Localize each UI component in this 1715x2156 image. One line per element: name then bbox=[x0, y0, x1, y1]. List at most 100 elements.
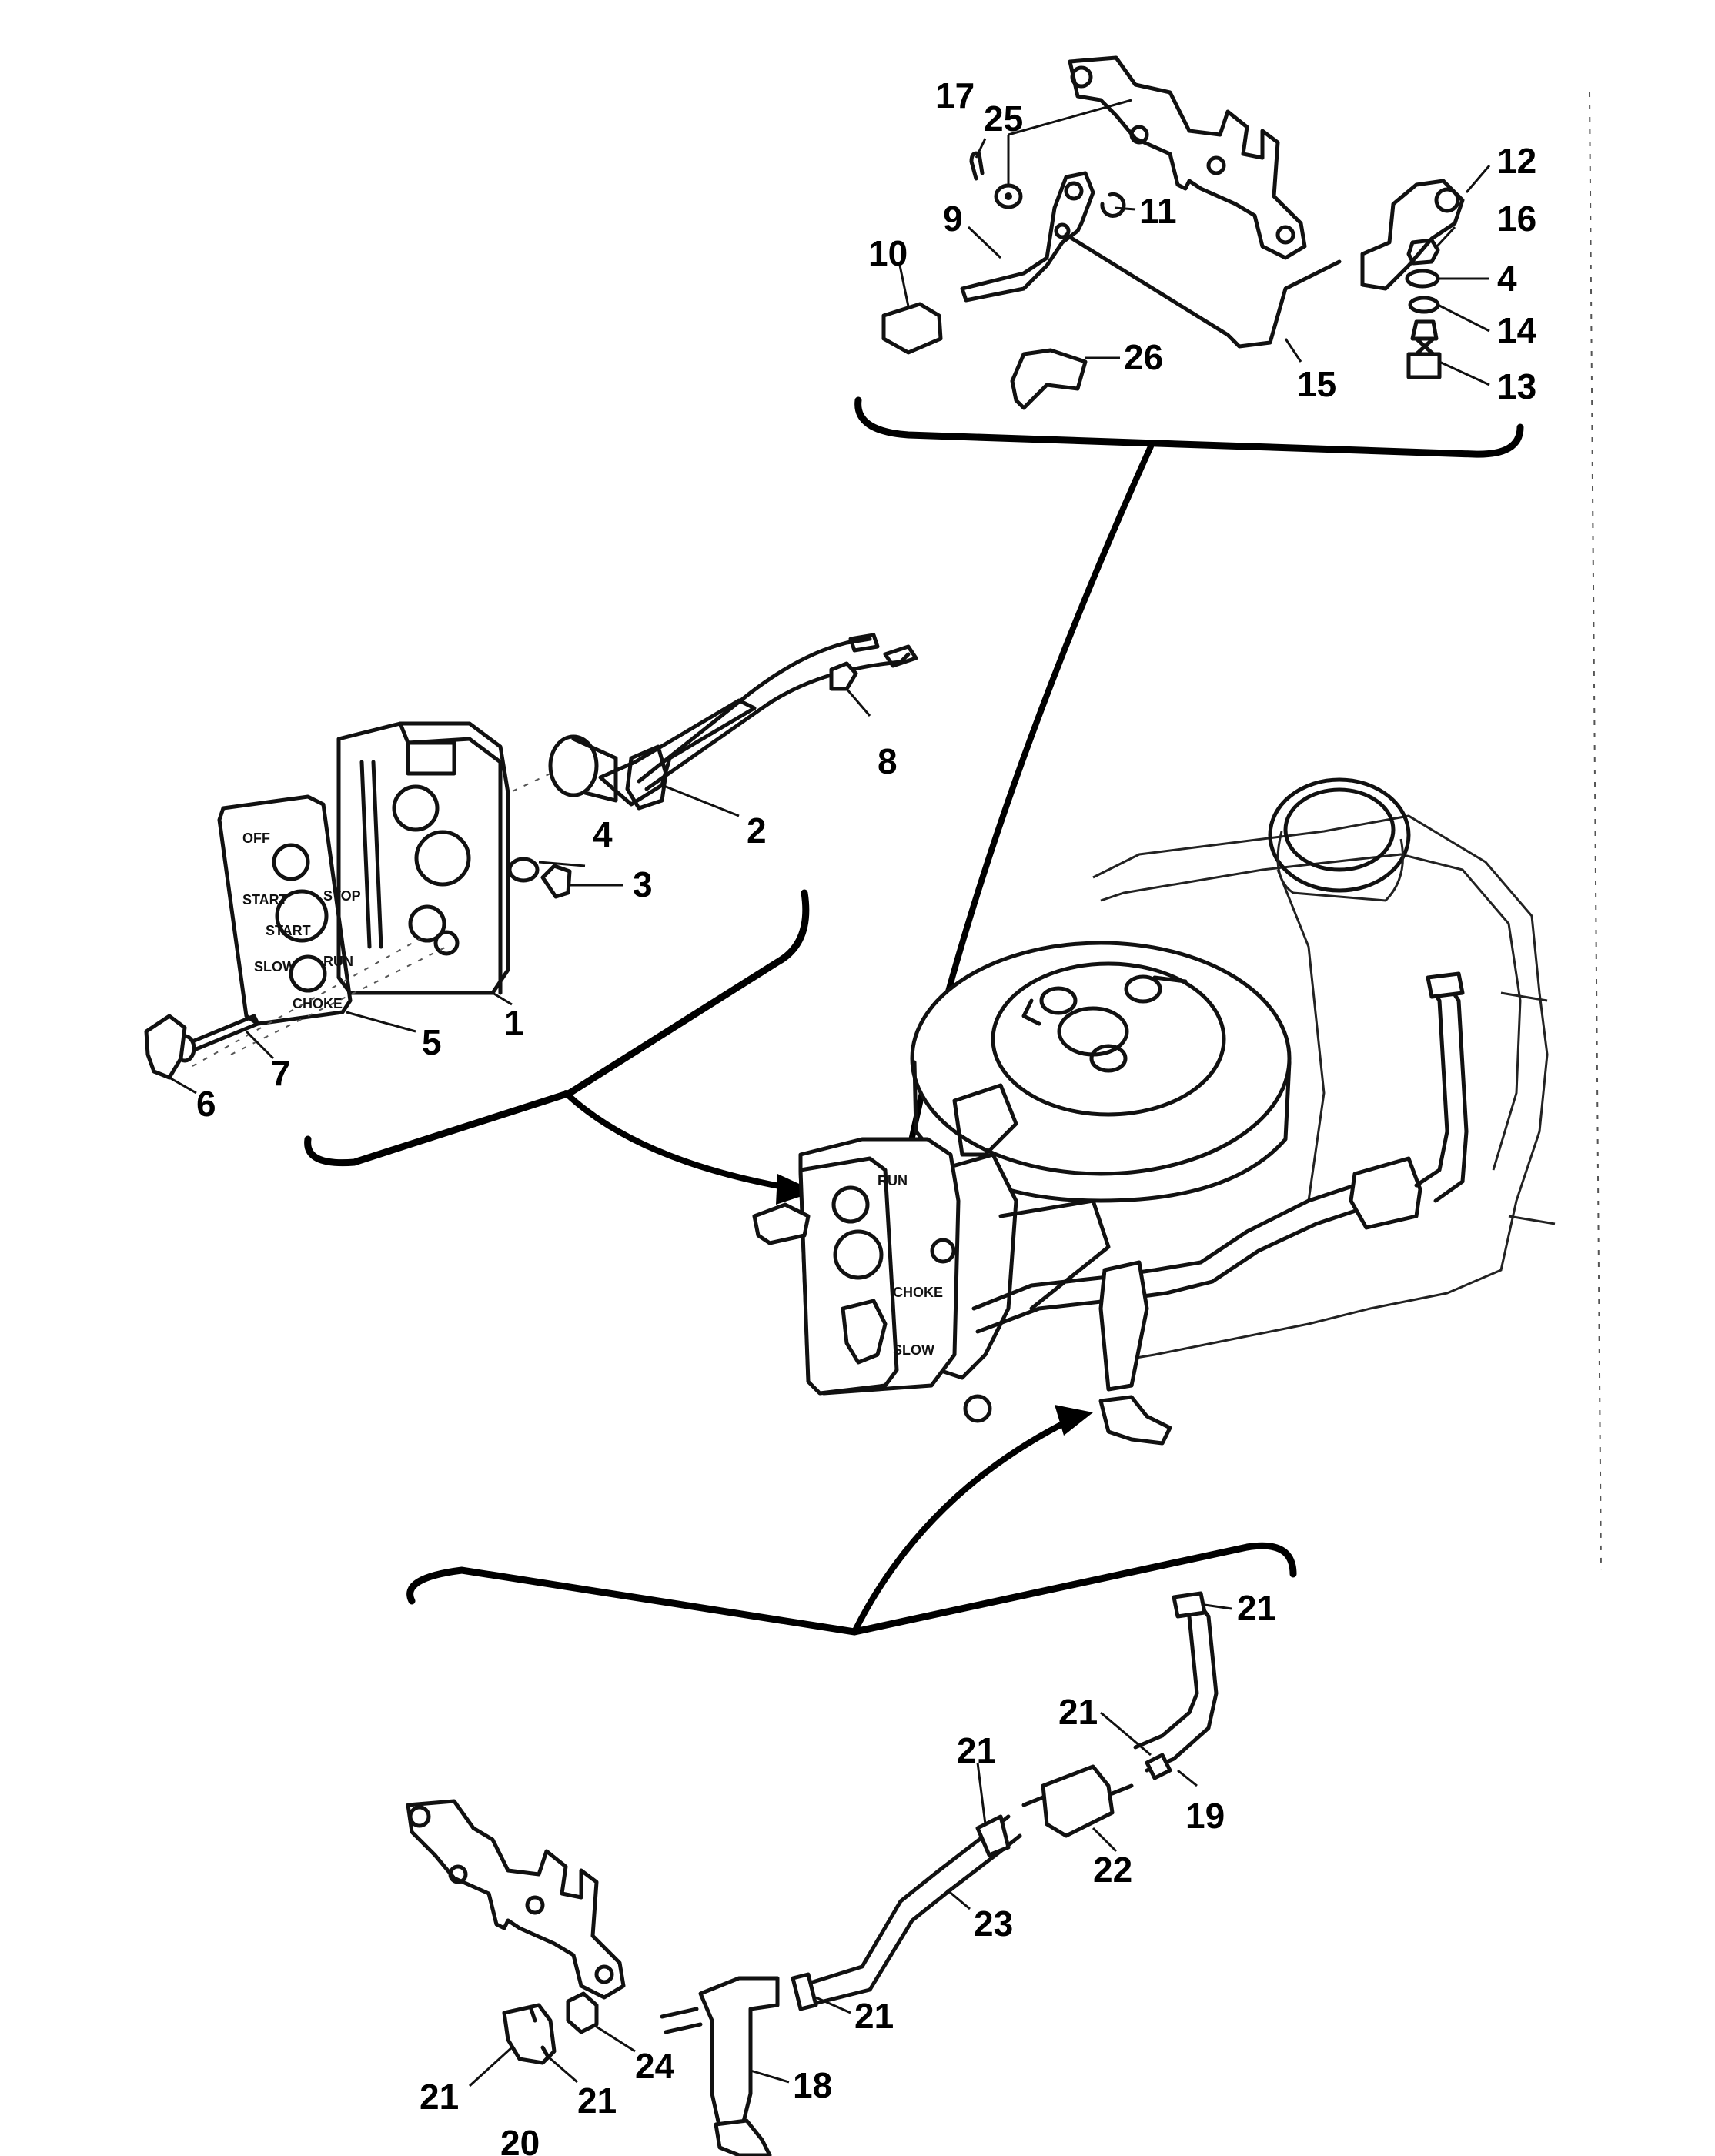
callout-10: 10 bbox=[868, 233, 908, 273]
engine-filter bbox=[1349, 1156, 1422, 1230]
switch-arm bbox=[598, 698, 757, 807]
plate-knob-large bbox=[833, 1229, 884, 1280]
bracket-hole bbox=[408, 1805, 431, 1828]
housing-hole bbox=[392, 784, 440, 832]
control-inset-arrow bbox=[563, 1090, 800, 1192]
fuel-hose-19 bbox=[1133, 1599, 1219, 1773]
lever-hole bbox=[1054, 222, 1071, 239]
callout-12: 12 bbox=[1497, 141, 1536, 181]
tee-nipple bbox=[660, 2007, 703, 2034]
hose-clamp bbox=[1145, 1753, 1172, 1780]
callout-18: 18 bbox=[793, 2065, 832, 2105]
callout-19: 19 bbox=[1185, 1796, 1225, 1836]
clip-11 bbox=[1100, 192, 1126, 218]
bottom-inset: 21 21 19 21 22 23 21 18 24 21 20 21 bbox=[406, 1405, 1297, 2156]
control-inset-arrowhead bbox=[776, 1174, 816, 1205]
callout-22: 22 bbox=[1093, 1850, 1132, 1890]
tee-foot bbox=[714, 2118, 772, 2156]
control-panel-inset: OFF START STOP START RUN SLOW CHOKE 8 2 … bbox=[144, 633, 918, 1205]
housing-hole-large bbox=[414, 830, 471, 887]
cover-bolt bbox=[1089, 1044, 1128, 1073]
plate-label: SLOW bbox=[893, 1342, 934, 1358]
engine-hose-clamp bbox=[1426, 971, 1465, 999]
callout-24: 24 bbox=[635, 2046, 675, 2086]
callout-7: 7 bbox=[271, 1053, 291, 1093]
nut-24 bbox=[566, 1991, 599, 2034]
engine-body-ghost bbox=[1092, 814, 1549, 1364]
engine-fuel-hose bbox=[971, 1183, 1365, 1334]
bracket-hole bbox=[1275, 225, 1295, 245]
callout-15: 15 bbox=[1297, 364, 1336, 404]
plate-choke-knob bbox=[841, 1299, 888, 1365]
lever-hole bbox=[1064, 181, 1084, 201]
flywheel-inner bbox=[991, 961, 1226, 1117]
hose-clamp bbox=[975, 1814, 1011, 1857]
elbow-clamps bbox=[529, 2007, 550, 2059]
link-rod-15 bbox=[1064, 232, 1342, 349]
callout-26: 26 bbox=[1124, 337, 1163, 377]
decal-label: OFF bbox=[242, 831, 270, 846]
callout-21-hose: 21 bbox=[957, 1730, 996, 1770]
wire-terminal bbox=[848, 633, 918, 668]
callout-9: 9 bbox=[943, 199, 963, 239]
mounting-bracket-top bbox=[1068, 55, 1307, 260]
bracket-hole bbox=[1206, 155, 1226, 175]
filter-nipples bbox=[1021, 1783, 1134, 1807]
switch-body-side bbox=[571, 737, 618, 803]
bracket-hole bbox=[594, 1964, 614, 1984]
callout-5: 5 bbox=[422, 1022, 442, 1062]
plate-knob bbox=[831, 1185, 870, 1224]
mounting-bracket-bottom bbox=[406, 1799, 626, 2000]
callout-8: 8 bbox=[878, 741, 898, 781]
screw-13 bbox=[1406, 319, 1442, 379]
flywheel-tabs bbox=[1021, 975, 1188, 1026]
housing-hole bbox=[408, 904, 446, 943]
bottom-inset-arrowhead bbox=[1055, 1405, 1093, 1436]
cover-bolt bbox=[1039, 986, 1078, 1015]
switch-plate bbox=[625, 744, 668, 811]
callout-2: 2 bbox=[747, 811, 767, 851]
housing-slot bbox=[371, 760, 383, 949]
bracket-hole bbox=[1070, 65, 1093, 89]
housing-screw bbox=[930, 1238, 956, 1264]
callout-17: 17 bbox=[935, 75, 975, 115]
decal-hole-large bbox=[275, 889, 329, 943]
callout-3: 3 bbox=[633, 864, 653, 904]
callout-21-right: 21 bbox=[577, 2081, 617, 2121]
housing-hole bbox=[433, 930, 460, 956]
screw-8 bbox=[829, 661, 858, 691]
carb-bowl bbox=[998, 1198, 1111, 1311]
engine-body-ghost-inner bbox=[1100, 853, 1522, 1171]
decal-label: STOP bbox=[323, 888, 361, 904]
decal-label: START bbox=[266, 923, 311, 938]
cover-bolt bbox=[1124, 974, 1162, 1004]
callout-21-tee: 21 bbox=[854, 1996, 894, 2036]
callout-20: 20 bbox=[500, 2123, 540, 2156]
engine-tee-foot bbox=[1098, 1395, 1172, 1446]
callout-13: 13 bbox=[1497, 366, 1536, 406]
throttle-lever bbox=[960, 171, 1095, 303]
decal-hole bbox=[272, 843, 310, 881]
decal-hole bbox=[289, 954, 327, 993]
screw-3 bbox=[540, 864, 572, 899]
callout-23: 23 bbox=[974, 1904, 1013, 1944]
switch-body bbox=[548, 734, 599, 797]
callout-14: 14 bbox=[1497, 310, 1537, 350]
decal-label: SLOW bbox=[254, 959, 296, 974]
decal-label: CHOKE bbox=[293, 996, 343, 1011]
callout-16: 16 bbox=[1497, 199, 1536, 239]
plate-label: CHOKE bbox=[893, 1285, 943, 1300]
engine-return-hose bbox=[1414, 987, 1469, 1203]
plate-label: RUN bbox=[878, 1173, 908, 1188]
tee-fitting-18 bbox=[698, 1976, 780, 2131]
engine-fitting bbox=[963, 1394, 992, 1423]
choke-lever-12 bbox=[1360, 179, 1465, 291]
fuel-cap-ring bbox=[1283, 787, 1396, 872]
callout-11: 11 bbox=[1139, 191, 1177, 231]
callout-4-top: 4 bbox=[1497, 259, 1517, 299]
washer-25 bbox=[994, 183, 1023, 209]
screw-7 bbox=[186, 1014, 260, 1053]
hose-clamp bbox=[791, 1972, 818, 2011]
plate-lever-knob bbox=[752, 1202, 811, 1245]
